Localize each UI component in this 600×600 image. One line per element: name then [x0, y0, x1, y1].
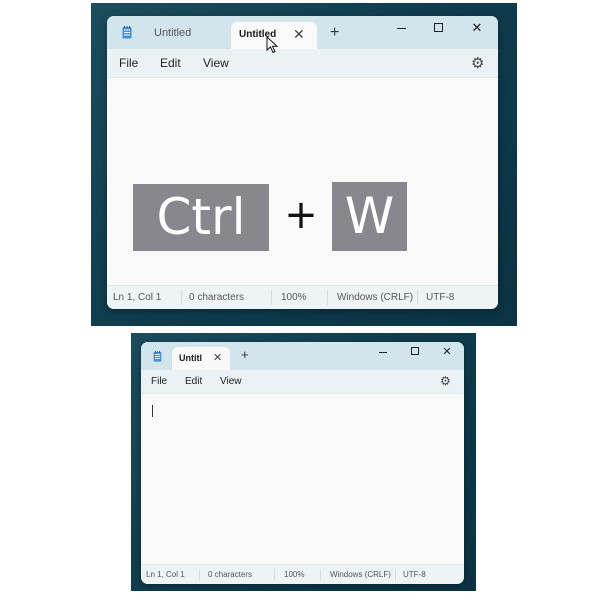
menu-view[interactable]: View [220, 376, 242, 387]
text-editor[interactable] [107, 78, 498, 285]
menu-file[interactable]: File [119, 56, 139, 70]
status-divider [274, 569, 275, 581]
status-position: Ln 1, Col 1 [113, 292, 162, 303]
close-button[interactable]: ✕ [442, 346, 452, 358]
menu-file[interactable]: File [151, 376, 168, 387]
maximize-icon [433, 23, 443, 32]
notepad-icon [153, 351, 162, 362]
status-line-ending[interactable]: Windows (CRLF) [330, 570, 391, 579]
text-editor[interactable] [141, 394, 464, 564]
text-caret [152, 405, 153, 417]
minimize-icon [379, 351, 387, 353]
screenshot-bottom: Untitl ✕ + ✕ File Edit View ⚙ Ln 1, Col … [131, 333, 476, 591]
tab-untitled-1[interactable]: Untitled [154, 27, 192, 39]
settings-gear-icon[interactable]: ⚙ [471, 55, 485, 72]
status-divider [327, 290, 328, 305]
status-divider [181, 290, 182, 305]
menu-edit[interactable]: Edit [160, 56, 181, 70]
screenshot-top: Untitled Untitled ✕ + ✕ File Edit View ⚙… [91, 3, 517, 326]
menu-bar: File Edit View ⚙ [107, 49, 498, 78]
title-bar: Untitl ✕ + ✕ [141, 342, 464, 370]
maximize-icon [411, 347, 419, 355]
status-divider [271, 290, 272, 305]
tab-label: Untitl [179, 353, 202, 363]
ctrl-key-badge: Ctrl [133, 184, 269, 251]
notepad-icon [122, 26, 132, 39]
close-button[interactable]: ✕ [471, 20, 483, 35]
settings-gear-icon[interactable]: ⚙ [440, 374, 451, 388]
status-encoding[interactable]: UTF-8 [403, 570, 426, 579]
status-line-ending[interactable]: Windows (CRLF) [337, 292, 414, 303]
status-zoom[interactable]: 100% [281, 292, 307, 303]
minimize-icon [396, 28, 406, 30]
tab-close-icon[interactable]: ✕ [213, 352, 223, 364]
title-bar: Untitled Untitled ✕ + ✕ [107, 16, 498, 49]
w-key-badge: W [332, 182, 407, 251]
maximize-button[interactable] [426, 19, 450, 37]
tab-label: Untitled [239, 29, 277, 40]
status-divider [199, 569, 200, 581]
tab-untitled[interactable]: Untitl ✕ [172, 347, 230, 370]
menu-edit[interactable]: Edit [185, 376, 203, 387]
status-divider [395, 569, 396, 581]
status-position: Ln 1, Col 1 [146, 570, 185, 579]
menu-view[interactable]: View [203, 56, 229, 70]
maximize-button[interactable] [405, 344, 425, 360]
status-characters: 0 characters [189, 292, 245, 303]
mouse-pointer-icon [266, 36, 280, 54]
status-encoding[interactable]: UTF-8 [426, 292, 455, 303]
status-divider [417, 290, 418, 305]
notepad-window: Untitled Untitled ✕ + ✕ File Edit View ⚙… [107, 16, 498, 309]
tab-untitled-2[interactable]: Untitled ✕ [231, 22, 317, 49]
new-tab-button[interactable]: + [241, 347, 249, 362]
status-bar: Ln 1, Col 1 0 characters 100% Windows (C… [141, 564, 464, 584]
menu-bar: File Edit View ⚙ [141, 370, 464, 394]
plus-sign: + [284, 192, 318, 238]
new-tab-button[interactable]: + [330, 24, 340, 41]
tab-close-icon[interactable]: ✕ [293, 26, 305, 42]
status-characters: 0 characters [208, 570, 253, 579]
status-zoom[interactable]: 100% [284, 570, 305, 579]
notepad-window: Untitl ✕ + ✕ File Edit View ⚙ Ln 1, Col … [141, 342, 464, 584]
minimize-button[interactable] [389, 19, 413, 37]
minimize-button[interactable] [373, 344, 393, 360]
status-bar: Ln 1, Col 1 0 characters 100% Windows (C… [107, 285, 498, 309]
status-divider [320, 569, 321, 581]
